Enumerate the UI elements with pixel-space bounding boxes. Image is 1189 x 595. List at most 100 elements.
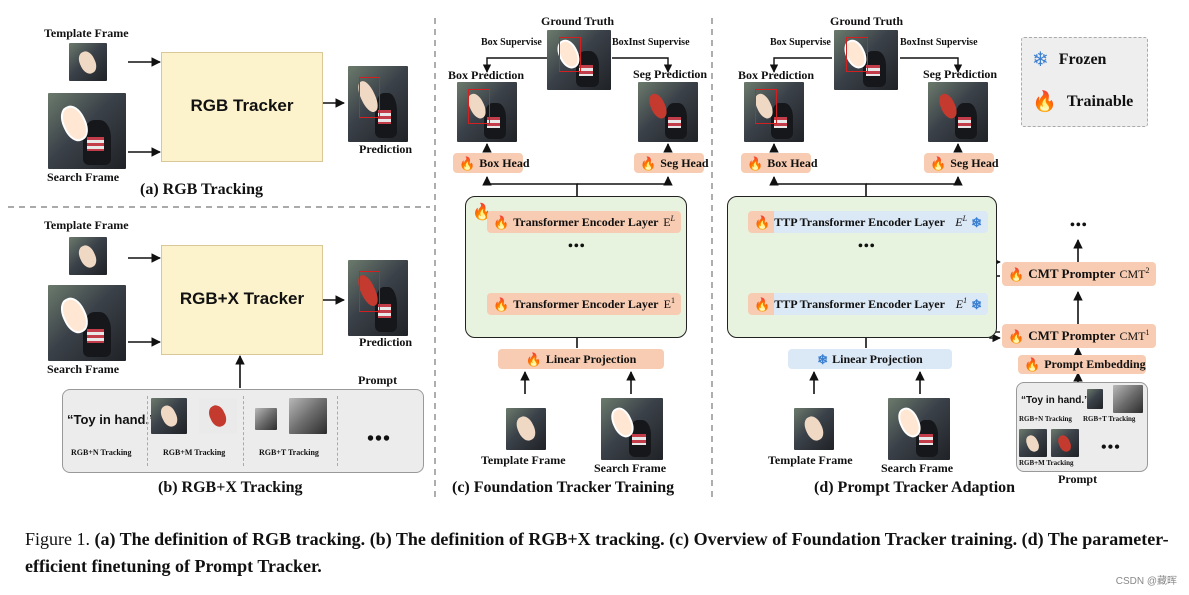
seg-prediction-image: [638, 82, 698, 142]
box-prediction-label: Box Prediction: [738, 68, 815, 82]
rgbt-image-1: [1087, 389, 1103, 409]
rgbt-label: RGB+T Tracking: [259, 448, 319, 457]
fire-icon: 🔥: [1008, 328, 1025, 344]
prediction-image: [348, 260, 408, 336]
ground-truth-label: Ground Truth: [830, 14, 904, 28]
template-frame-image: [794, 408, 834, 450]
prompt-text: “Toy in hand.”: [67, 412, 156, 427]
ttp-layer-1-label: TTP Transformer Encoder Layer: [774, 296, 945, 311]
cmt-prompter-2: 🔥 CMT Prompter CMT2: [1002, 262, 1156, 286]
prompt-label: Prompt: [358, 373, 398, 387]
panel-c-subtitle: (c) Foundation Tracker Training: [452, 479, 675, 496]
encoder-layer-1-label: Transformer Encoder Layer: [513, 296, 659, 311]
snowflake-icon: ❄: [817, 351, 829, 367]
seg-head-label: Seg Head: [660, 155, 709, 170]
ttp-layer-L-label: TTP Transformer Encoder Layer: [774, 214, 945, 229]
box-head-block: 🔥Box Head: [741, 153, 818, 173]
boxinst-supervise-label: BoxInst Supervise: [612, 37, 690, 48]
box-supervise-label: Box Supervise: [770, 37, 831, 48]
ttp-layer-L-symbol: EL: [955, 214, 968, 229]
rgbm-label: RGB+M Tracking: [163, 448, 226, 457]
cmt-prompter-1: 🔥 CMT Prompter CMT1: [1002, 324, 1156, 348]
ground-truth-image: [834, 30, 898, 90]
caption-c: (c) Overview of Foundation Tracker train…: [669, 529, 1018, 549]
layer-dots: •••: [858, 239, 876, 254]
linear-projection-block: 🔥Linear Projection: [498, 349, 664, 369]
box-prediction-image: [744, 82, 804, 142]
more-dots: •••: [1101, 439, 1121, 456]
template-frame-image: [69, 237, 107, 275]
prompt-label: Prompt: [1058, 472, 1098, 486]
cmt-prompter-1-symbol: CMT1: [1119, 328, 1150, 343]
search-frame-label: Search Frame: [594, 461, 667, 475]
ttp-layer-1: 🔥 TTP Transformer Encoder Layer E1 ❄: [748, 293, 988, 315]
box-prediction-image: [457, 82, 517, 142]
fire-icon: 🔥: [640, 155, 657, 171]
ttp-layer-1-symbol: E1: [955, 296, 968, 311]
template-frame-image: [69, 43, 107, 81]
seg-prediction-label: Seg Prediction: [923, 67, 998, 81]
search-frame-label: Search Frame: [47, 170, 120, 184]
fire-icon: 🔥: [754, 214, 771, 230]
divider: [243, 396, 245, 466]
fire-icon: 🔥: [493, 296, 510, 312]
rgb-tracker-label: RGB Tracker: [190, 96, 294, 115]
boxinst-supervise-label: BoxInst Supervise: [900, 37, 978, 48]
linear-projection-label: Linear Projection: [545, 351, 637, 366]
prediction-label: Prediction: [359, 142, 413, 156]
prediction-image: [348, 66, 408, 142]
divider: [337, 396, 339, 466]
rgbx-tracker-label: RGB+X Tracker: [179, 289, 305, 308]
encoder-layer-L-symbol: EL: [663, 214, 675, 229]
caption-prefix: Figure 1.: [25, 529, 90, 549]
search-frame-label: Search Frame: [47, 362, 120, 376]
fire-icon: 🔥: [493, 214, 510, 230]
rgb-tracker-block: RGB Tracker: [161, 52, 323, 162]
fire-icon: 🔥: [525, 351, 542, 367]
cmt-prompter-2-symbol: CMT2: [1119, 266, 1150, 281]
rgbx-tracker-block: RGB+X Tracker: [161, 245, 323, 355]
legend-trainable: 🔥 Trainable: [1032, 91, 1134, 113]
rgbn-label: RGB+N Tracking: [1019, 415, 1072, 423]
fire-icon: 🔥: [1024, 357, 1041, 372]
rgbm-image-1: [151, 398, 187, 434]
fire-icon: 🔥: [459, 155, 476, 171]
rgbt-label: RGB+T Tracking: [1083, 415, 1136, 423]
seg-head-block: 🔥Seg Head: [634, 153, 709, 173]
caption-d: (d) The parameter-efficient finetuning o…: [25, 529, 1169, 576]
fire-icon: 🔥: [1032, 91, 1057, 113]
template-frame-label: Template Frame: [44, 218, 129, 232]
encoder-group: 🔥 🔥 Transformer Encoder Layer EL ••• 🔥 T…: [465, 196, 687, 338]
box-prediction-label: Box Prediction: [448, 68, 525, 82]
layer-dots: •••: [568, 239, 586, 254]
box-head-block: 🔥Box Head: [453, 153, 530, 173]
panel-b-subtitle: (b) RGB+X Tracking: [158, 479, 303, 496]
rgbn-label: RGB+N Tracking: [71, 448, 132, 457]
box-head-label: Box Head: [479, 155, 530, 170]
cmt-prompter-1-label: CMT Prompter: [1028, 328, 1116, 343]
search-frame-image: [48, 285, 126, 361]
template-frame-label: Template Frame: [768, 453, 853, 467]
rgbm-label: RGB+M Tracking: [1019, 459, 1074, 467]
rgbt-image-2: [1113, 385, 1143, 413]
encoder-layer-1: 🔥 Transformer Encoder Layer E1: [487, 293, 681, 315]
seg-prediction-image: [928, 82, 988, 142]
encoder-layer-L-label: Transformer Encoder Layer: [513, 214, 659, 229]
fire-icon: 🔥: [754, 296, 771, 312]
ttp-encoder-group: 🔥 TTP Transformer Encoder Layer EL ❄ •••…: [727, 196, 997, 338]
more-dots: •••: [367, 428, 392, 450]
legend-frozen: ❄ Frozen: [1032, 49, 1107, 71]
encoder-layer-1-symbol: E1: [663, 296, 675, 311]
seg-prediction-label: Seg Prediction: [633, 67, 708, 81]
ground-truth-label: Ground Truth: [541, 14, 615, 28]
ground-truth-image: [547, 30, 611, 90]
seg-head-block: 🔥Seg Head: [924, 153, 999, 173]
template-frame-label: Template Frame: [44, 26, 129, 40]
snowflake-icon: ❄: [1032, 49, 1049, 71]
box-supervise-label: Box Supervise: [481, 37, 542, 48]
figure-caption: Figure 1. (a) The definition of RGB trac…: [25, 526, 1175, 580]
panel-a-subtitle: (a) RGB Tracking: [140, 181, 263, 198]
rgbt-image-2: [289, 398, 327, 434]
linear-projection-block: ❄Linear Projection: [788, 349, 952, 369]
caption-b: (b) The definition of RGB+X tracking.: [369, 529, 665, 549]
